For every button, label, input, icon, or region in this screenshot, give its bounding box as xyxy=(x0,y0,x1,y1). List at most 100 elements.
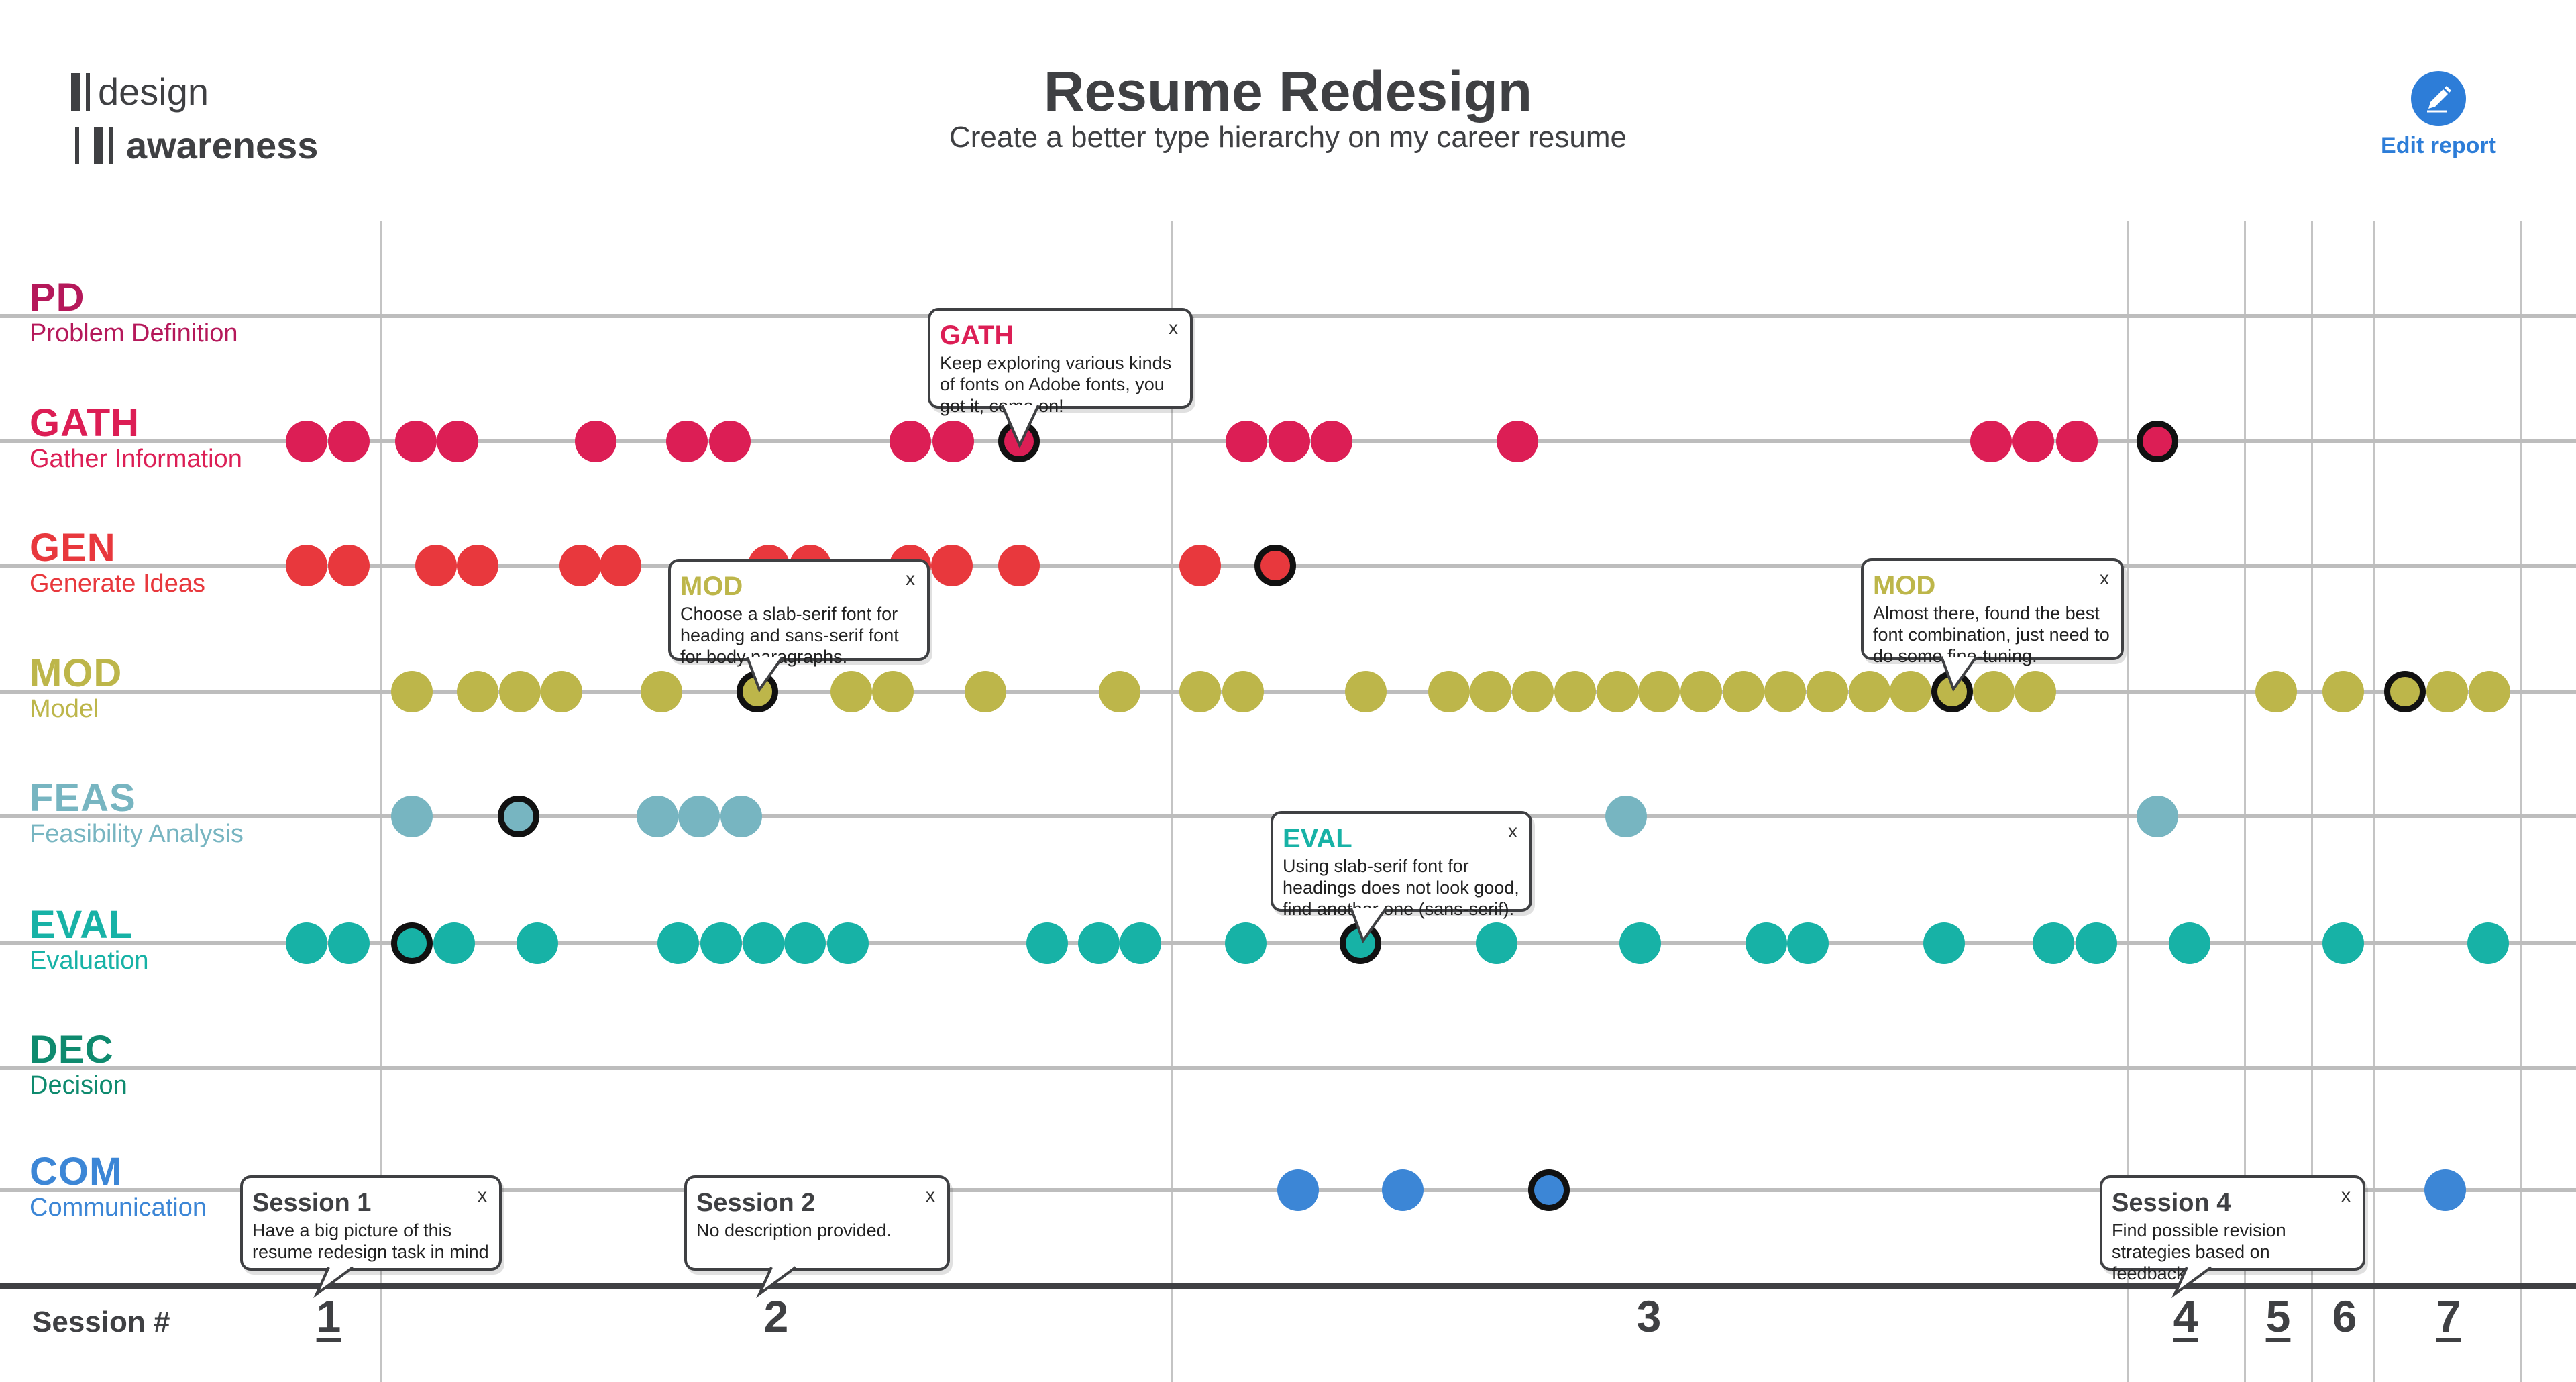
activity-dot-gath[interactable] xyxy=(286,421,327,462)
activity-dot-gath[interactable] xyxy=(2056,421,2098,462)
activity-dot-mod[interactable] xyxy=(1597,671,1638,712)
activity-dot-mod[interactable] xyxy=(1807,671,1848,712)
activity-dot-eval[interactable] xyxy=(827,922,869,964)
activity-dot-com[interactable] xyxy=(1528,1169,1570,1211)
activity-dot-gen[interactable] xyxy=(1254,545,1296,586)
close-icon[interactable]: x xyxy=(1169,317,1178,338)
activity-dot-gath[interactable] xyxy=(1311,421,1352,462)
close-icon[interactable]: x xyxy=(1508,820,1517,841)
activity-dot-mod[interactable] xyxy=(1470,671,1511,712)
session-number-3[interactable]: 3 xyxy=(1636,1291,1662,1341)
activity-dot-eval[interactable] xyxy=(657,922,699,964)
activity-dot-mod[interactable] xyxy=(1554,671,1596,712)
session-number-1[interactable]: 1 xyxy=(316,1291,341,1341)
activity-dot-mod[interactable] xyxy=(965,671,1006,712)
activity-dot-mod[interactable] xyxy=(2384,671,2426,712)
activity-dot-eval[interactable] xyxy=(1619,922,1661,964)
activity-dot-feas[interactable] xyxy=(637,796,678,837)
edit-report-button[interactable]: Edit report xyxy=(2355,71,2522,159)
activity-dot-com[interactable] xyxy=(1382,1169,1424,1211)
activity-dot-eval[interactable] xyxy=(784,922,826,964)
activity-dot-feas[interactable] xyxy=(720,796,762,837)
session-number-5[interactable]: 5 xyxy=(2265,1291,2291,1341)
activity-dot-gen[interactable] xyxy=(931,545,973,586)
activity-dot-feas[interactable] xyxy=(391,796,433,837)
activity-dot-com[interactable] xyxy=(1277,1169,1319,1211)
activity-dot-mod[interactable] xyxy=(641,671,682,712)
activity-dot-gen[interactable] xyxy=(600,545,641,586)
activity-dot-eval[interactable] xyxy=(2322,922,2364,964)
session-number-4[interactable]: 4 xyxy=(2173,1291,2198,1341)
activity-dot-eval[interactable] xyxy=(2467,922,2509,964)
activity-dot-mod[interactable] xyxy=(2015,671,2056,712)
activity-dot-mod[interactable] xyxy=(2426,671,2468,712)
activity-dot-eval[interactable] xyxy=(517,922,558,964)
activity-dot-mod[interactable] xyxy=(1638,671,1680,712)
activity-dot-mod[interactable] xyxy=(1973,671,2015,712)
activity-dot-mod[interactable] xyxy=(2469,671,2510,712)
activity-dot-eval[interactable] xyxy=(1225,922,1267,964)
activity-dot-feas[interactable] xyxy=(498,796,539,837)
activity-dot-eval[interactable] xyxy=(743,922,784,964)
activity-dot-gath[interactable] xyxy=(437,421,478,462)
activity-dot-gath[interactable] xyxy=(2012,421,2054,462)
activity-dot-eval[interactable] xyxy=(328,922,370,964)
edit-report-label[interactable]: Edit report xyxy=(2381,133,2496,158)
activity-dot-mod[interactable] xyxy=(2322,671,2364,712)
activity-dot-mod[interactable] xyxy=(1428,671,1470,712)
activity-dot-mod[interactable] xyxy=(1723,671,1764,712)
close-icon[interactable]: x xyxy=(478,1185,487,1206)
activity-dot-mod[interactable] xyxy=(391,671,433,712)
activity-dot-gath[interactable] xyxy=(1497,421,1538,462)
activity-dot-gath[interactable] xyxy=(1970,421,2012,462)
activity-dot-eval[interactable] xyxy=(286,922,327,964)
activity-dot-eval[interactable] xyxy=(2169,922,2210,964)
pencil-icon[interactable] xyxy=(2411,71,2466,126)
activity-dot-gath[interactable] xyxy=(709,421,751,462)
session-number-7[interactable]: 7 xyxy=(2436,1291,2461,1341)
activity-dot-eval[interactable] xyxy=(1787,922,1829,964)
activity-dot-gen[interactable] xyxy=(998,545,1040,586)
session-number-2[interactable]: 2 xyxy=(763,1291,789,1341)
close-icon[interactable]: x xyxy=(2100,568,2109,588)
activity-dot-eval[interactable] xyxy=(1923,922,1965,964)
close-icon[interactable]: x xyxy=(906,568,915,589)
activity-dot-mod[interactable] xyxy=(1680,671,1722,712)
activity-dot-mod[interactable] xyxy=(2255,671,2297,712)
activity-dot-mod[interactable] xyxy=(457,671,498,712)
activity-dot-mod[interactable] xyxy=(1099,671,1140,712)
activity-dot-eval[interactable] xyxy=(433,922,475,964)
activity-dot-gath[interactable] xyxy=(575,421,616,462)
activity-dot-mod[interactable] xyxy=(1764,671,1806,712)
activity-dot-gen[interactable] xyxy=(286,545,327,586)
activity-dot-mod[interactable] xyxy=(1179,671,1221,712)
activity-dot-feas[interactable] xyxy=(1605,796,1647,837)
activity-dot-gen[interactable] xyxy=(457,545,498,586)
activity-dot-gath[interactable] xyxy=(1226,421,1267,462)
activity-dot-mod[interactable] xyxy=(499,671,541,712)
activity-dot-eval[interactable] xyxy=(1746,922,1787,964)
activity-dot-eval[interactable] xyxy=(1026,922,1068,964)
activity-dot-mod[interactable] xyxy=(541,671,582,712)
close-icon[interactable]: x xyxy=(2341,1185,2351,1206)
activity-dot-eval[interactable] xyxy=(1120,922,1161,964)
activity-dot-mod[interactable] xyxy=(1890,671,1931,712)
activity-dot-gath[interactable] xyxy=(890,421,931,462)
activity-dot-feas[interactable] xyxy=(2137,796,2178,837)
activity-dot-eval[interactable] xyxy=(2033,922,2074,964)
activity-dot-mod[interactable] xyxy=(872,671,914,712)
activity-dot-eval[interactable] xyxy=(1476,922,1517,964)
activity-dot-gen[interactable] xyxy=(559,545,601,586)
activity-dot-gath[interactable] xyxy=(666,421,708,462)
activity-dot-gen[interactable] xyxy=(415,545,457,586)
activity-dot-gath[interactable] xyxy=(1269,421,1310,462)
activity-dot-gen[interactable] xyxy=(1179,545,1221,586)
activity-dot-mod[interactable] xyxy=(830,671,872,712)
session-number-6[interactable]: 6 xyxy=(2332,1291,2357,1341)
close-icon[interactable]: x xyxy=(926,1185,935,1206)
activity-dot-eval[interactable] xyxy=(2076,922,2117,964)
activity-dot-gath[interactable] xyxy=(2137,421,2178,462)
activity-dot-gath[interactable] xyxy=(395,421,437,462)
activity-dot-mod[interactable] xyxy=(1222,671,1264,712)
activity-dot-com[interactable] xyxy=(2424,1169,2466,1211)
